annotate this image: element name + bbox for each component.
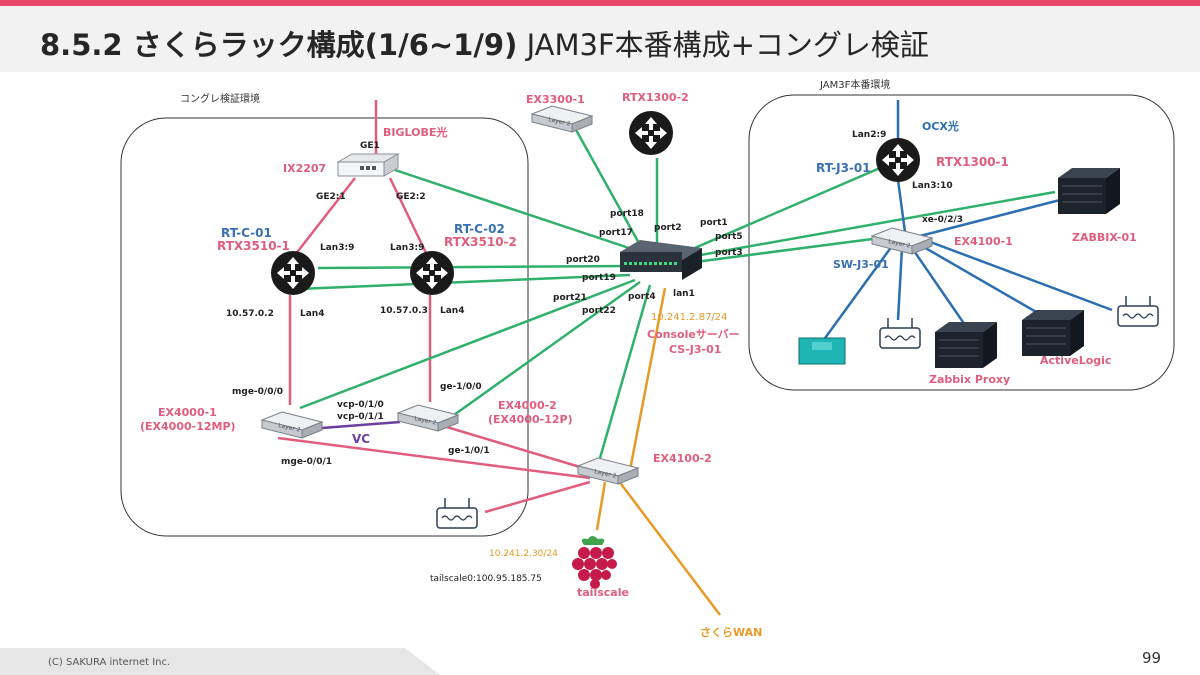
ex4100-1-label: EX4100-1 xyxy=(954,235,1013,248)
title-bar xyxy=(0,6,1200,72)
access-point-icon xyxy=(1117,295,1159,327)
title-rest: JAM3F本番構成+コングレ検証 xyxy=(517,28,929,62)
raspberry-pi-icon xyxy=(572,536,617,589)
sakura-wan-label: さくらWAN xyxy=(700,626,762,639)
xe-023-label: xe-0/2/3 xyxy=(922,215,963,225)
rtx1300-2-label: RTX1300-2 xyxy=(622,91,689,104)
ocx-label: OCX光 xyxy=(922,119,959,133)
rt-j3-01-label: RT-J3-01 xyxy=(816,161,871,175)
ex4000-2-label: EX4000-2 xyxy=(498,399,557,412)
lan4-label-a: Lan4 xyxy=(300,309,324,319)
mge-000-label: mge-0/0/0 xyxy=(232,387,283,397)
zabbix-01-server-icon xyxy=(1057,167,1121,215)
ex3300-1-label: EX3300-1 xyxy=(526,93,585,106)
left-region-label: コングレ検証環境 xyxy=(180,92,260,105)
green-links xyxy=(297,127,1056,466)
lan39-label-b: Lan3:9 xyxy=(390,243,424,253)
page-number: 99 xyxy=(1142,649,1162,667)
footer-band xyxy=(0,648,440,675)
ge-101-label: ge-1/0/1 xyxy=(448,446,490,456)
blue-links xyxy=(818,100,1113,346)
rtx3510-2-label: RTX3510-2 xyxy=(444,235,517,249)
ix2207-label: IX2207 xyxy=(283,162,326,175)
ge21-label: GE2:1 xyxy=(316,192,346,202)
ex4100-2-label: EX4100-2 xyxy=(653,452,712,465)
lan39-label-a: Lan3:9 xyxy=(320,243,354,253)
port21-label: port21 xyxy=(553,293,587,303)
rtx1300-1-label: RTX1300-1 xyxy=(936,155,1009,169)
lan310-label: Lan3:10 xyxy=(912,181,953,191)
rt-c-01-router-icon xyxy=(271,251,315,295)
rt-c-01-label: RT-C-01 xyxy=(221,226,272,240)
ex4000-1-model-label: (EX4000-12MP) xyxy=(140,420,236,433)
sw-j3-01-label: SW-J3-01 xyxy=(833,258,889,271)
ge-100-label: ge-1/0/0 xyxy=(440,382,482,392)
pink-links xyxy=(277,100,591,514)
port1-label: port1 xyxy=(700,218,728,228)
ex4000-2-switch-icon xyxy=(397,404,459,432)
ex4100-2-switch-icon xyxy=(577,457,639,485)
ex4000-1-label: EX4000-1 xyxy=(158,406,217,419)
right-region-box xyxy=(748,94,1175,391)
vc-link xyxy=(321,420,401,430)
rt-c-02-router-icon xyxy=(410,251,454,295)
copyright: (C) SAKURA internet Inc. xyxy=(48,657,171,668)
right-region-label: JAM3F本番環境 xyxy=(819,78,890,91)
rt-c-02-label: RT-C-02 xyxy=(454,222,505,236)
vcp-010-label: vcp-0/1/0 xyxy=(337,400,384,410)
zabbix-proxy-server-icon xyxy=(934,321,998,369)
tailscale-local-ip-label: 10.241.2.30/24 xyxy=(489,549,558,559)
port19-label: port19 xyxy=(582,273,616,283)
biglobe-label: BIGLOBE光 xyxy=(383,125,447,139)
port2-label: port2 xyxy=(654,223,682,233)
access-point-icon xyxy=(879,317,921,349)
ip-0572-label: 10.57.0.2 xyxy=(226,309,274,319)
ex4000-2-model-label: (EX4000-12P) xyxy=(488,413,573,426)
zabbix-proxy-label: Zabbix Proxy xyxy=(929,373,1010,386)
ix2207-device xyxy=(336,153,400,177)
port22-label: port22 xyxy=(582,306,616,316)
ex4000-1-switch-icon xyxy=(261,411,323,439)
left-region-box xyxy=(120,117,529,537)
console-ip-label: 10.241.2.87/24 xyxy=(651,312,728,323)
mge-001-label: mge-0/0/1 xyxy=(281,457,332,467)
access-point-icon xyxy=(436,497,478,529)
ex3300-1-switch-icon xyxy=(531,105,593,133)
activelogic-server-icon xyxy=(1021,309,1085,357)
monitor-icon xyxy=(798,337,846,365)
central-switch-icon xyxy=(620,240,702,280)
activelogic-label: ActiveLogic xyxy=(1040,354,1111,367)
port18-label: port18 xyxy=(610,209,644,219)
top-accent-bar xyxy=(0,0,1200,6)
port17-label: port17 xyxy=(599,228,633,238)
tailscale-label: tailscale xyxy=(577,586,629,599)
lan4-label-b: Lan4 xyxy=(440,306,464,316)
console-server-label: Consoleサーバー xyxy=(647,328,740,341)
page-title: 8.5.2 さくらラック構成(1/6~1/9) JAM3F本番構成+コングレ検証 xyxy=(40,22,929,64)
orange-links xyxy=(595,287,721,616)
lan29-label: Lan2:9 xyxy=(852,130,886,140)
zabbix-01-label: ZABBIX-01 xyxy=(1072,231,1137,244)
tailscale-ip-label: tailscale0:100.95.185.75 xyxy=(430,574,542,584)
ex4100-1-switch-icon xyxy=(871,227,933,255)
port5-label: port5 xyxy=(715,232,743,242)
ge1-label: GE1 xyxy=(360,141,380,151)
rt-j3-01-router-icon xyxy=(876,138,920,182)
cs-j3-01-label: CS-J3-01 xyxy=(669,343,721,356)
rtx1300-2-router-icon xyxy=(629,111,673,155)
port4-label: port4 xyxy=(628,292,656,302)
title-main: 8.5.2 さくらラック構成(1/6~1/9) xyxy=(40,28,518,62)
rtx3510-1-label: RTX3510-1 xyxy=(217,239,290,253)
port3-label: port3 xyxy=(715,248,743,258)
ip-0573-label: 10.57.0.3 xyxy=(380,306,428,316)
vc-label: VC xyxy=(352,432,370,446)
ge22-label: GE2:2 xyxy=(396,192,426,202)
lan1-label: lan1 xyxy=(673,289,695,299)
vcp-011-label: vcp-0/1/1 xyxy=(337,412,384,422)
port20-label: port20 xyxy=(566,255,600,265)
